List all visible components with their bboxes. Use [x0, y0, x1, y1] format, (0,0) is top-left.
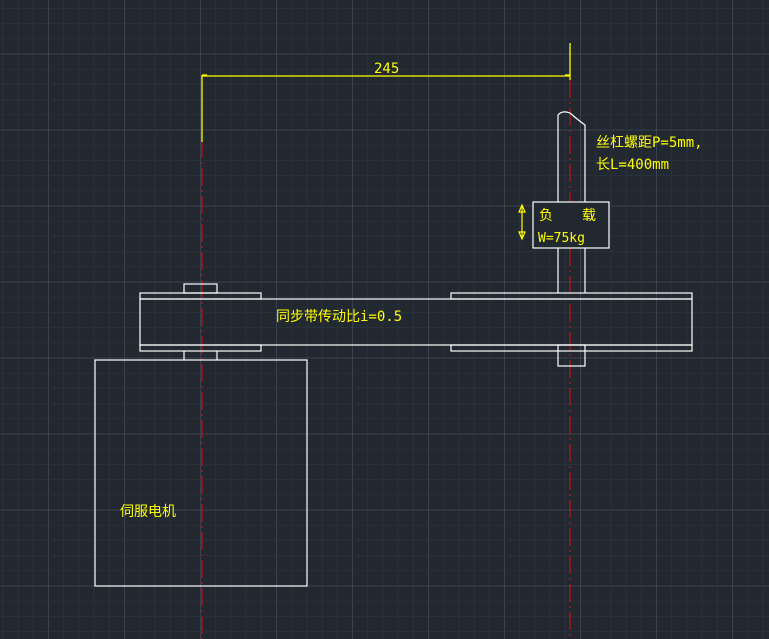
timing-belt[interactable] [139, 298, 693, 346]
motor-shaft[interactable] [183, 351, 218, 360]
motor-pulley-bottom[interactable] [139, 344, 262, 352]
screw-pulley-top[interactable] [450, 292, 693, 300]
dimension-value: 245 [374, 61, 399, 77]
load-title-left: 负 [539, 208, 553, 224]
lead-screw-pitch: 丝杠螺距P=5mm, [596, 135, 703, 151]
double-arrow-icon [518, 203, 526, 241]
screw-pulley-bottom[interactable] [450, 344, 693, 352]
load-weight: W=75kg [538, 231, 585, 246]
lead-screw[interactable] [557, 111, 586, 293]
servo-motor[interactable] [94, 359, 308, 587]
lead-screw-length: 长L=400mm [596, 157, 669, 173]
load-block[interactable] [532, 201, 610, 249]
motor-label: 伺服电机 [120, 504, 176, 520]
belt-ratio-label: 同步带传动比i=0.5 [276, 309, 402, 325]
dimension-245[interactable] [201, 43, 571, 142]
load-title-right: 载 [582, 208, 596, 224]
